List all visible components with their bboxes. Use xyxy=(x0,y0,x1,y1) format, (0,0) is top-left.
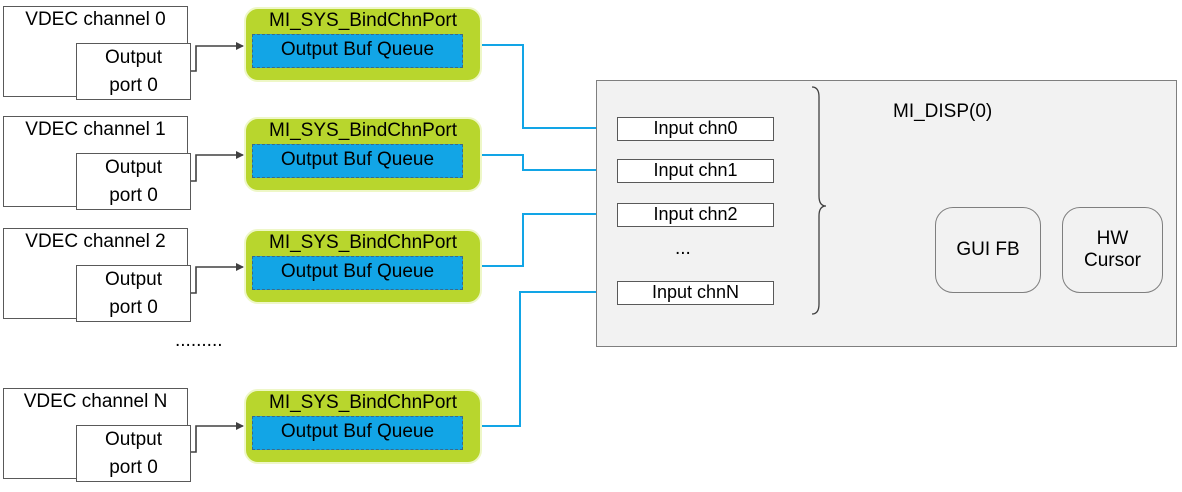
output-port: Output port 0 xyxy=(76,43,191,100)
ellipsis-more-channels: ......... xyxy=(175,330,223,351)
output-port-number: port 0 xyxy=(109,297,158,318)
input-chn-1: Input chn1 xyxy=(617,159,774,183)
bind-port-title: MI_SYS_BindChnPort xyxy=(269,392,457,413)
connector-port-n xyxy=(188,422,244,453)
bind-port-0: MI_SYS_BindChnPort Output Buf Queue xyxy=(244,7,482,82)
bind-port-1: MI_SYS_BindChnPort Output Buf Queue xyxy=(244,117,482,192)
hw-cursor-block: HW Cursor xyxy=(1062,207,1163,293)
input-chn-n: Input chnN xyxy=(617,281,774,305)
output-port: Output port 0 xyxy=(76,265,191,322)
connector-queue-n xyxy=(481,287,617,427)
output-port-label: Output xyxy=(104,269,163,290)
vdec-channel-title: VDEC channel 2 xyxy=(25,231,166,252)
vdec-channel-title: VDEC channel N xyxy=(23,391,168,412)
output-port-label: Output xyxy=(104,157,163,178)
output-port-number: port 0 xyxy=(109,457,158,478)
input-chn-ellipsis: ... xyxy=(675,238,691,259)
output-port-label: Output xyxy=(104,429,163,450)
hw-cursor-label-line1: HW xyxy=(1096,228,1129,249)
vdec-channel-title: VDEC channel 0 xyxy=(25,9,166,30)
vdec-channel-n: VDEC channel N Output port 0 xyxy=(3,388,191,482)
mi-disp-title: MI_DISP(0) xyxy=(893,101,993,122)
output-buf-queue: Output Buf Queue xyxy=(252,416,463,450)
gui-fb-block: GUI FB xyxy=(935,207,1041,293)
vdec-channel-1: VDEC channel 1 Output port 0 xyxy=(3,116,191,210)
output-port: Output port 0 xyxy=(76,153,191,210)
vdec-channel-title: VDEC channel 1 xyxy=(25,119,166,140)
bind-port-title: MI_SYS_BindChnPort xyxy=(269,10,457,31)
bind-port-n: MI_SYS_BindChnPort Output Buf Queue xyxy=(244,389,482,464)
bind-port-2: MI_SYS_BindChnPort Output Buf Queue xyxy=(244,229,482,304)
output-port: Output port 0 xyxy=(76,425,191,482)
output-buf-queue: Output Buf Queue xyxy=(252,256,463,290)
output-buf-queue: Output Buf Queue xyxy=(252,34,463,68)
output-port-label: Output xyxy=(104,47,163,68)
bind-port-title: MI_SYS_BindChnPort xyxy=(269,232,457,253)
connector-queue-0 xyxy=(481,44,617,133)
output-port-number: port 0 xyxy=(109,75,158,96)
connector-port-0 xyxy=(188,42,244,72)
connector-queue-2 xyxy=(481,209,617,267)
input-chn-2: Input chn2 xyxy=(617,203,774,227)
gui-fb-label: GUI FB xyxy=(956,239,1020,260)
connector-port-2 xyxy=(188,263,244,294)
connector-port-1 xyxy=(188,151,244,182)
connector-queue-1 xyxy=(481,154,617,175)
bind-port-title: MI_SYS_BindChnPort xyxy=(269,120,457,141)
vdec-channel-0: VDEC channel 0 Output port 0 xyxy=(3,6,191,100)
output-port-number: port 0 xyxy=(109,185,158,206)
vdec-channel-2: VDEC channel 2 Output port 0 xyxy=(3,228,191,322)
output-buf-queue: Output Buf Queue xyxy=(252,144,463,178)
input-chn-0: Input chn0 xyxy=(617,117,774,141)
hw-cursor-label-line2: Cursor xyxy=(1083,250,1141,271)
